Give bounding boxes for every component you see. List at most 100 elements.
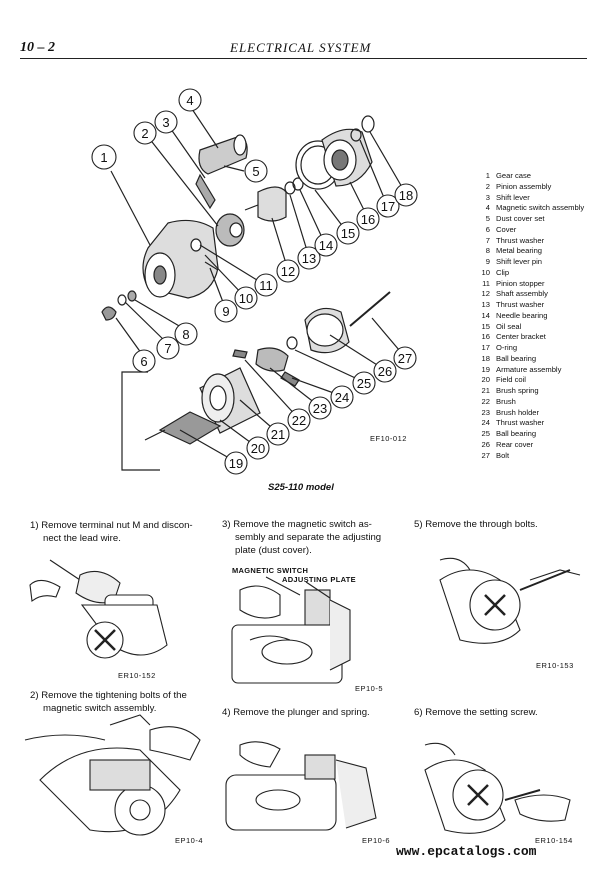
- legend-item-label: Brush spring: [496, 386, 539, 395]
- callout-26: [373, 359, 397, 383]
- legend-item: 21 Brush spring: [476, 386, 584, 397]
- legend-item-label: Brush: [496, 396, 516, 406]
- legend-item-label: Oil seal: [496, 321, 522, 331]
- legend-item-label: Thrust washer: [496, 300, 545, 309]
- callout-num-8: 8: [182, 327, 189, 342]
- legend-item-number: 4: [485, 203, 490, 213]
- legend-item: 18 Ball bearing: [476, 354, 584, 365]
- legend-item: 15 Oil seal: [476, 322, 584, 333]
- legend-item-label: Thrust washer: [496, 235, 545, 245]
- legend-item-label: Clip: [496, 267, 510, 277]
- callout-17: [376, 194, 400, 218]
- legend-item-number: 9: [485, 257, 490, 266]
- watermark: www.epcatalogs.com: [396, 844, 537, 859]
- callout-num-13: 13: [302, 251, 316, 266]
- legend-item-number: 21: [481, 386, 490, 395]
- callout-20: [246, 436, 270, 460]
- legend-item-label: Thrust washer: [496, 418, 545, 428]
- callout-num-7: 7: [164, 341, 171, 356]
- callout-22: [287, 408, 311, 432]
- callout-num-5: 5: [252, 164, 259, 179]
- adjusting-plate-callout: ADJUSTING PLATE: [282, 575, 356, 584]
- callout-num-25: 25: [357, 376, 371, 391]
- step-2-figure-code: EP10-4: [175, 836, 204, 845]
- callout-1: [91, 144, 117, 170]
- legend-item-number: 16: [481, 332, 490, 342]
- legend-item-number: 24: [481, 418, 490, 428]
- legend-item: 22 Brush: [476, 397, 584, 408]
- legend-item-label: Brush holder: [496, 407, 540, 417]
- legend-item-label: Bolt: [496, 450, 510, 460]
- legend-item: 27 Bolt: [476, 451, 584, 462]
- callout-num-2: 2: [141, 126, 148, 141]
- callout-5: [244, 159, 268, 183]
- step-2-text: 2) Remove the tightening bolts of the ma…: [30, 690, 187, 714]
- callout-19: [224, 451, 248, 475]
- step1-illustration: [29, 559, 168, 659]
- legend-item-label: Pinion stopper: [496, 278, 545, 288]
- legend-item-number: 8: [485, 246, 490, 256]
- callout-27: [393, 346, 417, 370]
- legend-item-number: 27: [481, 450, 490, 460]
- legend-item-number: 5: [485, 214, 490, 223]
- legend-item-number: 26: [481, 439, 490, 449]
- callout-num-1: 1: [100, 150, 107, 165]
- callout-num-20: 20: [251, 441, 265, 456]
- legend-item-number: 22: [481, 396, 490, 406]
- step-1-figure-code: ER10-152: [118, 671, 156, 680]
- legend-item-number: 17: [481, 343, 490, 352]
- callout-num-12: 12: [281, 264, 295, 279]
- legend-item: 23 Brush holder: [476, 408, 584, 419]
- step5-illustration: [439, 557, 581, 644]
- callout-4: [178, 88, 202, 112]
- callout-num-9: 9: [222, 304, 229, 319]
- callout-10: [234, 286, 258, 310]
- callout-num-16: 16: [361, 212, 375, 227]
- page-number: 10 – 2: [20, 40, 55, 55]
- legend-item-label: Ball bearing: [496, 353, 537, 363]
- step4-illustration: [225, 741, 377, 831]
- legend-item-label: Shift lever pin: [496, 257, 543, 266]
- callout-11: [254, 273, 278, 297]
- legend-item-number: 12: [481, 289, 490, 299]
- callout-num-10: 10: [239, 291, 253, 306]
- callout-12: [276, 259, 300, 283]
- legend-item-label: Magnetic switch assembly: [496, 203, 585, 213]
- legend-item-number: 2: [485, 181, 490, 191]
- legend-item-number: 18: [481, 353, 490, 363]
- step-5-text: 5) Remove the through bolts.: [414, 519, 538, 530]
- callout-num-21: 21: [271, 427, 285, 442]
- callout-num-22: 22: [292, 413, 306, 428]
- legend-item-number: 3: [485, 192, 490, 202]
- callout-numbers: 1 2 3 4 5 6 7 8 9 10 11 12 13 14 15 16 1…: [100, 93, 413, 471]
- callout-15: [336, 221, 360, 245]
- callout-8: [174, 322, 198, 346]
- callout-7: [156, 336, 180, 360]
- legend-item-number: 20: [481, 375, 490, 385]
- legend-item-label: O-ring: [496, 343, 518, 352]
- legend-item: 9 Shift lever pin: [476, 257, 584, 268]
- legend-item-number: 23: [481, 407, 490, 417]
- callout-16: [356, 207, 380, 231]
- callout-num-15: 15: [341, 226, 355, 241]
- step3-illustration: [231, 576, 351, 684]
- callout-14: [314, 233, 338, 257]
- callout-num-24: 24: [335, 390, 349, 405]
- legend-item-number: 15: [481, 321, 490, 331]
- callout-2: [133, 121, 157, 145]
- legend-item-label: Center bracket: [496, 332, 546, 342]
- callout-num-14: 14: [319, 238, 333, 253]
- callout-num-17: 17: [381, 199, 395, 214]
- callout-num-3: 3: [162, 115, 169, 130]
- step-1-text: 1) Remove terminal nut M and discon- nec…: [30, 520, 193, 544]
- legend-item: 24 Thrust washer: [476, 418, 584, 429]
- callout-num-23: 23: [313, 401, 327, 416]
